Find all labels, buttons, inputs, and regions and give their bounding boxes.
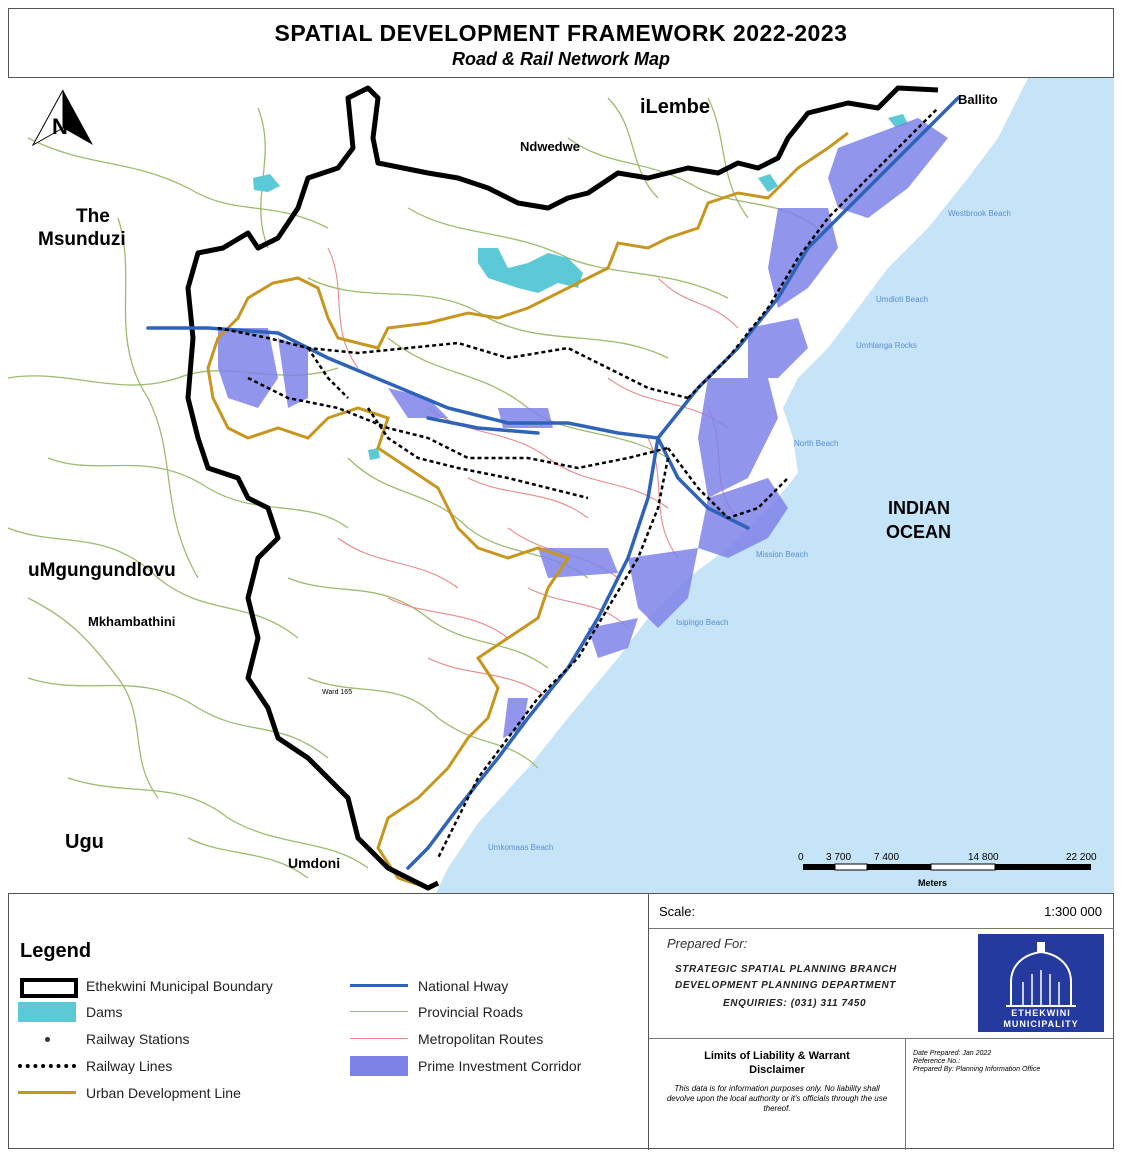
railway-line-swatch — [18, 1056, 76, 1076]
label-umgungundlovu: uMgungundlovu — [28, 560, 176, 581]
national-highways — [146, 96, 960, 870]
legend-item-railway-stations: Railway Stations — [18, 1029, 190, 1049]
municipal-boundary — [185, 85, 939, 891]
legend-label-national-hway: National Hway — [418, 978, 509, 994]
label-north-beach: North Beach — [794, 439, 838, 448]
legend-label-metropolitan-routes: Metropolitan Routes — [418, 1031, 544, 1047]
scale-tick-3: 14 800 — [968, 852, 999, 863]
provincial-roads — [8, 97, 819, 879]
legend-label-railway-lines: Railway Lines — [86, 1058, 173, 1074]
national-hway-swatch — [350, 976, 408, 996]
scale-tick-0: 0 — [798, 852, 804, 863]
label-ballito: Ballito — [958, 92, 998, 107]
legend-item-national-hway: National Hway — [350, 976, 508, 996]
legend-item-prime-investment: Prime Investment Corridor — [350, 1056, 581, 1076]
legend-label-prime-investment: Prime Investment Corridor — [418, 1058, 582, 1074]
date-prepared: Date Prepared: Jan 2022 — [913, 1050, 992, 1057]
label-the: The — [76, 206, 110, 227]
logo-line-1: ETHEKWINI — [1011, 1008, 1071, 1018]
urban-development-line — [206, 131, 849, 890]
branch-name: STRATEGIC SPATIAL PLANNING BRANCH — [675, 964, 897, 975]
scale-label: Scale: — [659, 904, 696, 919]
disclaimer-title-2: Disclaimer — [749, 1064, 805, 1076]
map-title: SPATIAL DEVELOPMENT FRAMEWORK 2022-2023 — [274, 20, 848, 46]
legend-item-railway-lines: Railway Lines — [18, 1056, 172, 1076]
legend-item-provincial-roads: Provincial Roads — [350, 1002, 523, 1022]
label-msunduzi: Msunduzi — [38, 229, 126, 250]
prepared-by: Prepared By: Planning Information Office — [913, 1066, 1041, 1073]
label-isipingo-beach: Isipingo Beach — [676, 618, 728, 627]
scale-tick-2: 7 400 — [874, 852, 899, 863]
boundary-swatch — [18, 976, 78, 998]
metadata-block: Date Prepared: Jan 2022 Reference No.: P… — [905, 1038, 1115, 1150]
disclaimer-title-1: Limits of Liability & Warrant — [704, 1050, 850, 1062]
legend-label-udl: Urban Development Line — [86, 1085, 241, 1101]
reference-no: Reference No.: — [913, 1058, 961, 1065]
ocean-area — [436, 78, 1114, 893]
disclaimer-text: This data is for information purposes on… — [666, 1084, 888, 1113]
legend-item-dams: Dams — [18, 1002, 123, 1022]
label-ward: Ward 165 — [322, 689, 352, 696]
legend-title: Legend — [20, 940, 92, 962]
scale-row: Scale: 1:300 000 — [649, 894, 1114, 929]
map-canvas[interactable]: N iLembe Ndwedwe Ballito The Msunduzi uM… — [8, 78, 1114, 893]
prime-investment-swatch — [350, 1056, 408, 1076]
dams — [253, 114, 908, 460]
department-name: DEVELOPMENT PLANNING DEPARTMENT — [675, 980, 897, 991]
legend-item-udl: Urban Development Line — [18, 1083, 241, 1103]
info-panel: Scale: 1:300 000 Prepared For: STRATEGIC… — [648, 894, 1114, 1150]
legend-item-metropolitan-routes: Metropolitan Routes — [350, 1029, 543, 1049]
label-umdoni: Umdoni — [288, 855, 340, 871]
title-block: SPATIAL DEVELOPMENT FRAMEWORK 2022-2023 … — [8, 8, 1114, 78]
legend-label-railway-stations: Railway Stations — [86, 1031, 190, 1047]
label-ugu: Ugu — [65, 831, 104, 853]
dams-swatch — [18, 1002, 76, 1022]
scale-bar: 0 3 700 7 400 14 800 22 200 Meters — [798, 852, 1097, 888]
scale-unit: Meters — [918, 878, 947, 888]
legend-label-boundary: Ethekwini Municipal Boundary — [86, 978, 273, 994]
label-umhlanga-rocks: Umhlanga Rocks — [856, 341, 917, 350]
label-umkomaas-beach: Umkomaas Beach — [488, 843, 553, 852]
ethekwini-logo: ETHEKWINI MUNICIPALITY — [978, 934, 1104, 1032]
railway-station-swatch — [18, 1029, 76, 1049]
scale-tick-4: 22 200 — [1066, 852, 1097, 863]
label-umdloti-beach: Umdloti Beach — [876, 295, 928, 304]
disclaimer-block: Limits of Liability & Warrant Disclaimer… — [649, 1038, 906, 1150]
map-subtitle: Road & Rail Network Map — [451, 49, 671, 69]
label-mission-beach: Mission Beach — [756, 550, 808, 559]
city-hall-dome-icon — [1006, 942, 1076, 1007]
north-arrow-label: N — [52, 114, 68, 139]
north-arrow: N — [31, 89, 93, 147]
label-westbrook-beach: Westbrook Beach — [948, 209, 1011, 218]
legend-label-dams: Dams — [86, 1004, 123, 1020]
scale-tick-1: 3 700 — [826, 852, 851, 863]
prepared-for-label: Prepared For: — [667, 936, 748, 951]
legend-item-boundary: Ethekwini Municipal Boundary — [18, 976, 273, 998]
label-mkhambathini: Mkhambathini — [88, 614, 175, 629]
label-ndwedwe: Ndwedwe — [520, 139, 580, 154]
scale-value: 1:300 000 — [1044, 904, 1102, 919]
label-ilembe: iLembe — [640, 96, 710, 118]
enquiries-line: ENQUIRIES: (031) 311 7450 — [723, 998, 867, 1009]
prepared-for-block: Prepared For: STRATEGIC SPATIAL PLANNING… — [649, 928, 1114, 1039]
legend-panel: Legend Ethekwini Municipal Boundary Dams… — [8, 893, 1114, 1150]
label-indian: INDIAN — [888, 498, 950, 518]
provincial-roads-swatch — [350, 1002, 408, 1022]
legend-label-provincial-roads: Provincial Roads — [418, 1004, 524, 1020]
metropolitan-routes-swatch — [350, 1029, 408, 1049]
railway-lines — [217, 107, 939, 859]
udl-swatch — [18, 1083, 76, 1103]
label-ocean: OCEAN — [886, 522, 951, 542]
logo-line-2: MUNICIPALITY — [1003, 1019, 1079, 1029]
